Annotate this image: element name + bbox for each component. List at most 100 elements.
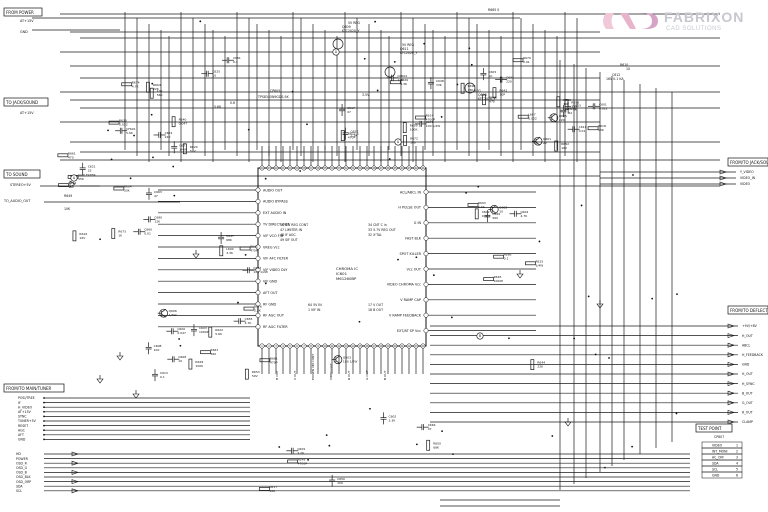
top-annotation: KTC2020_Y <box>400 51 418 55</box>
junction-dot <box>631 445 634 448</box>
junction-dot <box>587 295 590 298</box>
component-ref: SAW FILTER <box>78 173 95 177</box>
component-ref: R667 <box>210 348 218 352</box>
component-ref: R642 <box>499 89 507 93</box>
component-ref: R648 <box>298 457 306 461</box>
ic-left-pin-label: EXT AUDIO IN <box>263 211 287 215</box>
component-value: 100 <box>410 140 416 144</box>
component-value: 1000P <box>199 330 209 334</box>
component-value: 33K <box>571 105 578 109</box>
ic-pin-number: 17 <box>372 345 376 348</box>
ic-pin-number: 5 <box>289 345 291 348</box>
resistor-symbol <box>587 126 599 131</box>
junction-dot <box>43 401 45 404</box>
ic-right-pin-label: VIDEO CHROMA Vcc <box>387 283 421 287</box>
junction-dot <box>110 158 113 161</box>
resistor-symbol <box>556 96 561 108</box>
component-value: 100K <box>410 128 419 132</box>
signal-arrow <box>719 181 727 187</box>
signal-arrow <box>69 180 76 188</box>
component-ref: C665 <box>568 107 576 111</box>
component-value: 4700P <box>298 461 308 465</box>
ic-pin <box>420 343 426 349</box>
component-value: 47 <box>154 194 158 198</box>
ic-pin-number: 12 <box>337 345 341 348</box>
component-ref: C660 <box>144 228 152 232</box>
ic-pin <box>357 343 363 349</box>
ic-pin-number: 22 <box>407 345 411 348</box>
resistor-symbol <box>415 115 426 120</box>
chroma-ic: 6416326236146055965875785695510541153125… <box>255 165 429 349</box>
tuner-pin-label: AT+15V <box>18 410 32 414</box>
junction-dot <box>675 412 678 415</box>
ic-pin <box>413 165 419 171</box>
component-ref: C604 <box>520 210 528 214</box>
bottom-pin-label: POWER <box>16 457 29 461</box>
component-ref: R635 <box>489 96 497 100</box>
ic-pin-number: 2 <box>268 345 270 348</box>
junction-dot <box>291 90 294 93</box>
component-ref: R672 <box>410 136 418 140</box>
ic-pin <box>423 312 429 318</box>
component-value: 3.3K <box>400 82 408 86</box>
component-value: 10 <box>499 209 503 213</box>
component-value: 560 <box>157 93 163 97</box>
ic-pin <box>255 198 261 204</box>
top-annotation: 5V REG <box>402 43 414 47</box>
bottom-pin-label: OSD_B <box>16 471 27 475</box>
ic-pin <box>385 165 391 171</box>
ic-pin-number: 14 <box>351 345 355 348</box>
tuner-pin-label: AFT <box>18 433 24 437</box>
ic-pin <box>255 255 261 261</box>
signal-arrow <box>71 460 79 466</box>
junction-dot <box>456 83 459 86</box>
signal-arrow <box>727 390 735 396</box>
bottom-pin-label: OSD_R <box>16 461 28 465</box>
ic-pin <box>255 324 261 330</box>
component-value: 0.047 <box>482 214 491 218</box>
component-value: 15K <box>598 128 605 132</box>
right-deflection-pin-label: H_OUT <box>742 372 753 376</box>
junction-dot <box>573 337 576 340</box>
component-value: 100 1/2W <box>426 124 441 128</box>
ic-pin-number: 4 <box>282 345 284 348</box>
component-value: 22K <box>537 365 544 369</box>
junction-dot <box>432 274 435 277</box>
component-ref: C670 <box>426 120 434 124</box>
component-ref: C617 <box>347 106 355 110</box>
ic-pin <box>294 343 300 349</box>
ic-right-pin-label: V RAMP FEEDBACK <box>389 314 422 318</box>
tuner-pin-label: POSI/TREE <box>18 396 35 400</box>
junction-dot <box>538 240 541 243</box>
top-annotation: 3.5V <box>362 93 370 97</box>
resistor-symbol <box>188 358 193 370</box>
junction-dot <box>172 165 175 168</box>
resistor-symbol <box>258 487 270 491</box>
ic-pin <box>287 343 293 349</box>
ic-pin-number: 58 <box>302 167 306 170</box>
junction-dot <box>43 406 45 409</box>
junction-dot <box>150 113 153 116</box>
signal-arrow <box>727 371 735 377</box>
right-deflection-pin-label: G_OUT <box>742 401 753 405</box>
test-point-box <box>695 423 733 433</box>
component-value: 470P <box>348 136 356 140</box>
component-value: 12K <box>154 219 161 223</box>
ic-left-pin-label: VIF VIDEO DLY <box>263 268 288 272</box>
component-ref: C621 <box>88 165 96 169</box>
component-ref: L607 <box>528 113 535 117</box>
ic-pin-number: 23 <box>414 345 418 348</box>
watermark-tagline: CAD SOLUTIONS <box>666 26 722 32</box>
test-point-pin-label: SCL <box>712 467 718 471</box>
resistor-symbol <box>512 58 524 63</box>
ic-pin-number: 62 <box>274 167 278 170</box>
right-deflection-pin-label: ABCL <box>742 343 751 347</box>
to-jack-sound-box <box>3 97 49 107</box>
junction-dot <box>415 443 418 446</box>
watermark-brand: FABRIXON <box>664 9 745 25</box>
ic-pin-number: 42 <box>414 167 418 170</box>
resistor-symbol <box>182 143 187 155</box>
test-point-pin-label: VIDEO <box>712 443 723 447</box>
wire-layer <box>32 12 738 507</box>
